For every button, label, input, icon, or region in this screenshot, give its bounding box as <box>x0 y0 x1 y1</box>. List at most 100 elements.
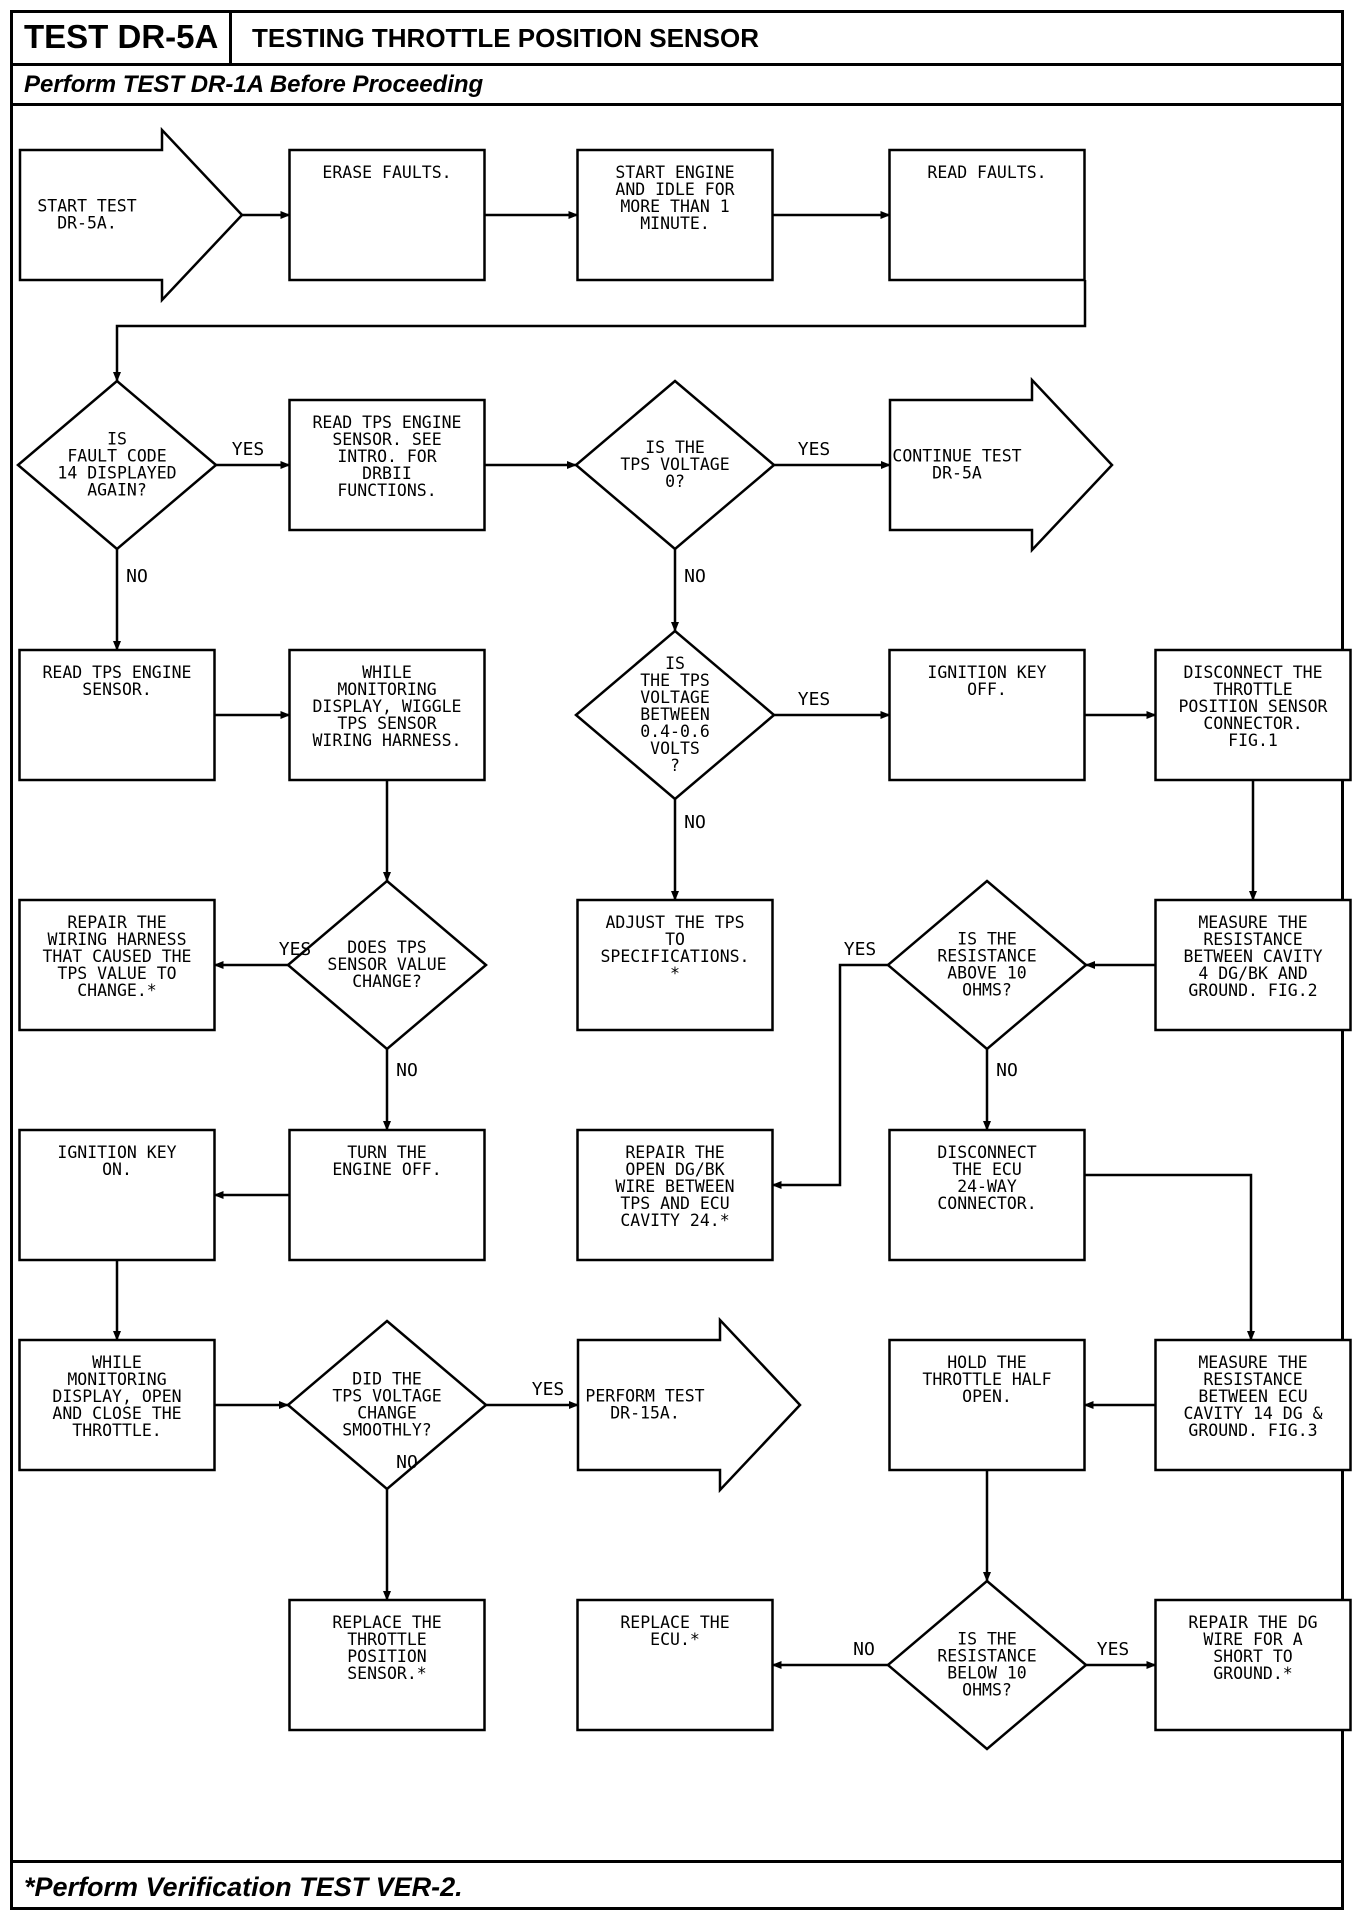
wiggle-text-line: WIRING HARNESS. <box>312 731 461 750</box>
repair-open-text-line: OPEN DG/BK <box>625 1160 724 1179</box>
value-change-text-line: CHANGE? <box>352 972 422 991</box>
no-branch-label: NO <box>396 1060 418 1081</box>
flow-connector <box>771 963 888 1189</box>
open-close-text-line: THROTTLE. <box>72 1421 161 1440</box>
test-id: TEST DR-5A <box>10 10 232 63</box>
res-below10-text-line: RESISTANCE <box>937 1647 1036 1666</box>
open-close-box <box>18 1338 216 1472</box>
smooth-text-line: CHANGE <box>357 1404 417 1423</box>
read-tps-see-intro-text-line: SENSOR. SEE <box>332 430 441 449</box>
hold-half-text-line: HOLD THE <box>947 1353 1026 1372</box>
ign-on-box <box>18 1128 216 1262</box>
footer-note: *Perform Verification TEST VER-2. <box>10 1860 1344 1910</box>
start-text-line: DR-5A. <box>57 214 117 233</box>
res-above10-text-line: ABOVE 10 <box>947 964 1026 983</box>
measure-cav4-text-line: MEASURE THE <box>1198 913 1307 932</box>
read-tps-text-line: SENSOR. <box>82 680 152 699</box>
measure-cav4-text-line: 4 DG/BK AND <box>1198 964 1307 983</box>
tps-range-text-line: VOLTAGE <box>640 688 710 707</box>
repair-open-box <box>576 1128 774 1262</box>
read-tps-see-intro-box <box>288 398 486 532</box>
smooth-text-line: DID THE <box>352 1370 422 1389</box>
start-engine-text-line: MINUTE. <box>640 214 710 233</box>
fault14-text-line: IS <box>107 430 127 449</box>
repair-harness-text-line: CHANGE.* <box>77 981 156 1000</box>
read-faults-text-line: READ FAULTS. <box>927 163 1046 182</box>
yes-branch-label: YES <box>279 939 312 960</box>
adjust-tps-box <box>576 898 774 1032</box>
measure-cav4-text-line: BETWEEN CAVITY <box>1183 947 1322 966</box>
start-engine-text-line: START ENGINE <box>615 163 734 182</box>
disconnect-tps-text-line: FIG.1 <box>1228 731 1278 750</box>
wiggle-text-line: WHILE <box>362 663 412 682</box>
start-engine-box <box>576 148 774 282</box>
smooth-diamond <box>286 1319 488 1491</box>
open-close-text-line: WHILE <box>92 1353 142 1372</box>
measure-cav14-text-line: RESISTANCE <box>1203 1370 1302 1389</box>
smooth-text-line: TPS VOLTAGE <box>332 1387 441 1406</box>
replace-tps-box <box>288 1598 486 1732</box>
replace-tps-text-line: POSITION <box>347 1647 426 1666</box>
ign-off-box <box>888 648 1086 782</box>
repair-open-text-line: TPS AND ECU <box>620 1194 729 1213</box>
open-close-text-line: AND CLOSE THE <box>52 1404 181 1423</box>
repair-harness-box <box>18 898 216 1032</box>
measure-cav14-text-line: CAVITY 14 DG & <box>1183 1404 1322 1423</box>
header-bar: TEST DR-5A TESTING THROTTLE POSITION SEN… <box>10 10 1344 66</box>
ign-on-text-line: ON. <box>102 1160 132 1179</box>
start-engine-text-line: MORE THAN 1 <box>620 197 729 216</box>
wiggle-text-line: DISPLAY, WIGGLE <box>312 697 461 716</box>
hold-half-text-line: THROTTLE HALF <box>922 1370 1051 1389</box>
repair-open-text-line: REPAIR THE <box>625 1143 724 1162</box>
adjust-tps-text-line: * <box>670 964 680 983</box>
yes-branch-label: YES <box>232 439 265 460</box>
read-tps-see-intro-text-line: INTRO. FOR <box>337 447 436 466</box>
hold-half-box <box>888 1338 1086 1472</box>
disconnect-tps-text-line: CONNECTOR. <box>1203 714 1302 733</box>
adjust-tps-text-line: SPECIFICATIONS. <box>600 947 749 966</box>
hold-half-text-line: OPEN. <box>962 1387 1012 1406</box>
tps-range-text-line: VOLTS <box>650 739 700 758</box>
smooth-text-line: SMOOTHLY? <box>342 1421 431 1440</box>
disconnect-tps-box <box>1154 648 1352 782</box>
erase-faults-box <box>288 148 486 282</box>
prerequisite-note: Perform TEST DR-1A Before Proceeding <box>10 66 1344 106</box>
tps-range-diamond <box>574 629 776 801</box>
disconnect-ecu-text-line: 24-WAY <box>957 1177 1017 1196</box>
no-branch-label: NO <box>684 566 706 587</box>
measure-cav14-text-line: MEASURE THE <box>1198 1353 1307 1372</box>
disconnect-tps-text-line: DISCONNECT THE <box>1183 663 1322 682</box>
replace-ecu-text-line: ECU.* <box>650 1630 700 1649</box>
fault14-diamond <box>16 379 218 551</box>
repair-open-text-line: WIRE BETWEEN <box>615 1177 734 1196</box>
res-above10-diamond <box>886 879 1088 1051</box>
value-change-diamond <box>286 879 488 1051</box>
disconnect-ecu-text-line: THE ECU <box>952 1160 1022 1179</box>
tps-zero-text-line: TPS VOLTAGE <box>620 455 729 474</box>
yes-branch-label: YES <box>798 439 831 460</box>
tps-range-text-line: BETWEEN <box>640 705 710 724</box>
value-change-text-line: SENSOR VALUE <box>327 955 446 974</box>
erase-faults-text-line: ERASE FAULTS. <box>322 163 451 182</box>
start-arrow <box>18 126 244 304</box>
repair-short-text-line: WIRE FOR A <box>1203 1630 1302 1649</box>
disconnect-ecu-box <box>888 1128 1086 1262</box>
repair-harness-text-line: REPAIR THE <box>67 913 166 932</box>
start-text-line: START TEST <box>37 197 136 216</box>
replace-tps-text-line: THROTTLE <box>347 1630 426 1649</box>
continue-test-arrow <box>888 376 1114 554</box>
perform-15a-text-line: DR-15A. <box>610 1404 680 1423</box>
measure-cav14-text-line: GROUND. FIG.3 <box>1188 1421 1317 1440</box>
yes-branch-label: YES <box>532 1379 565 1400</box>
ign-on-text-line: IGNITION KEY <box>57 1143 176 1162</box>
no-branch-label: NO <box>396 1452 418 1473</box>
perform-15a-arrow <box>576 1316 802 1494</box>
no-branch-label: NO <box>684 812 706 833</box>
adjust-tps-text-line: ADJUST THE TPS <box>605 913 744 932</box>
disconnect-tps-text-line: POSITION SENSOR <box>1178 697 1327 716</box>
engine-off-box <box>288 1128 486 1262</box>
adjust-tps-text-line: TO <box>665 930 685 949</box>
continue-test-text-line: CONTINUE TEST <box>892 447 1021 466</box>
measure-cav4-box <box>1154 898 1352 1032</box>
